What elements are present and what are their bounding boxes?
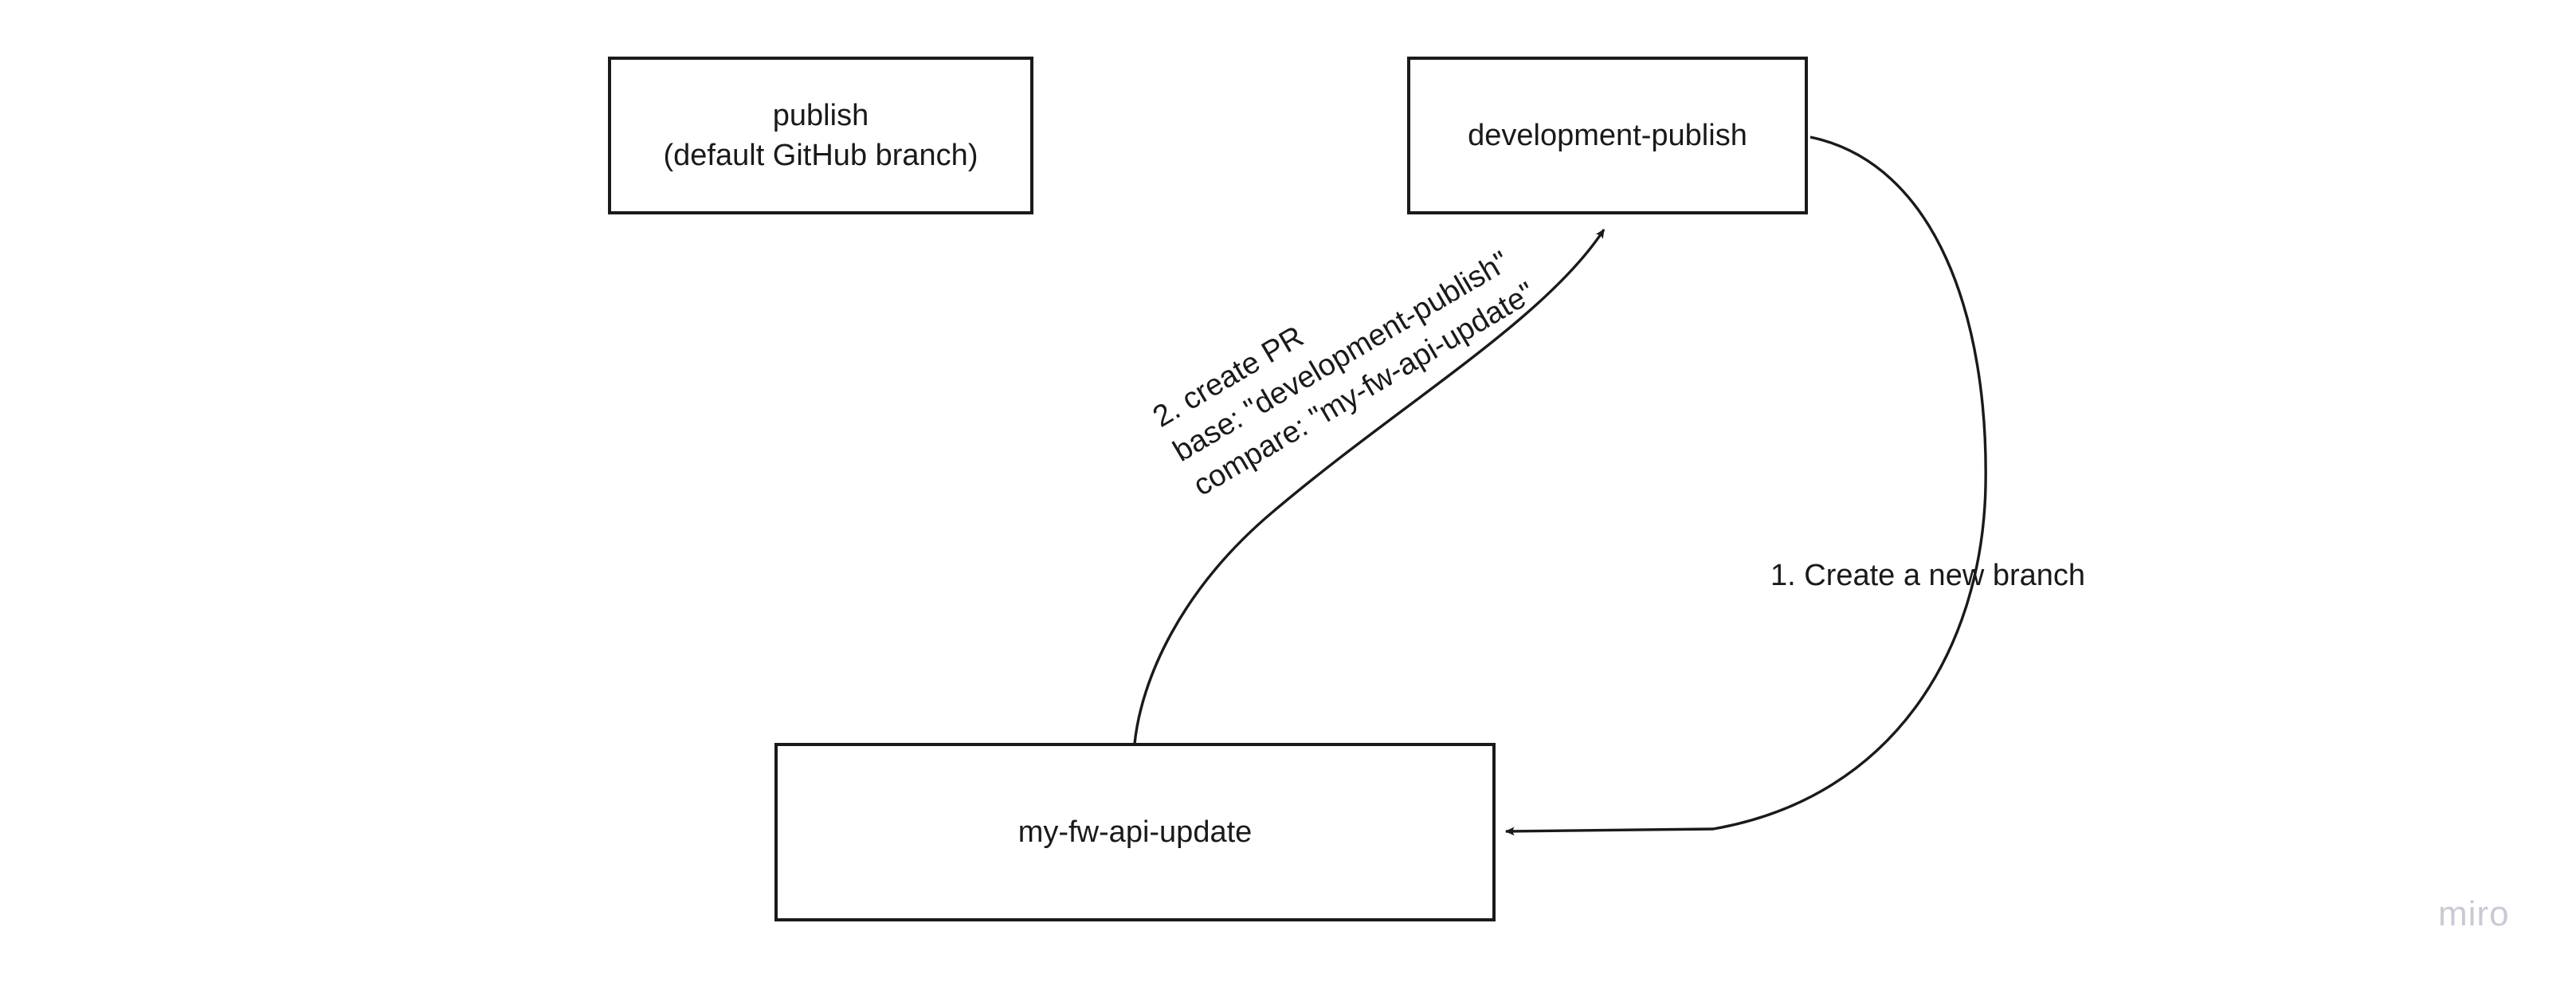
node-publish[interactable]: publish (default GitHub branch) — [608, 57, 1033, 214]
node-my-fw-api-update[interactable]: my-fw-api-update — [774, 743, 1496, 921]
edge-create-pr-path — [1133, 229, 1606, 744]
edge-label-create-branch[interactable]: 1. Create a new branch — [1770, 559, 2086, 592]
miro-watermark: miro — [2438, 894, 2510, 933]
node-development-publish[interactable]: development-publish — [1407, 57, 1808, 214]
edge-create-branch-path — [1504, 136, 1987, 836]
